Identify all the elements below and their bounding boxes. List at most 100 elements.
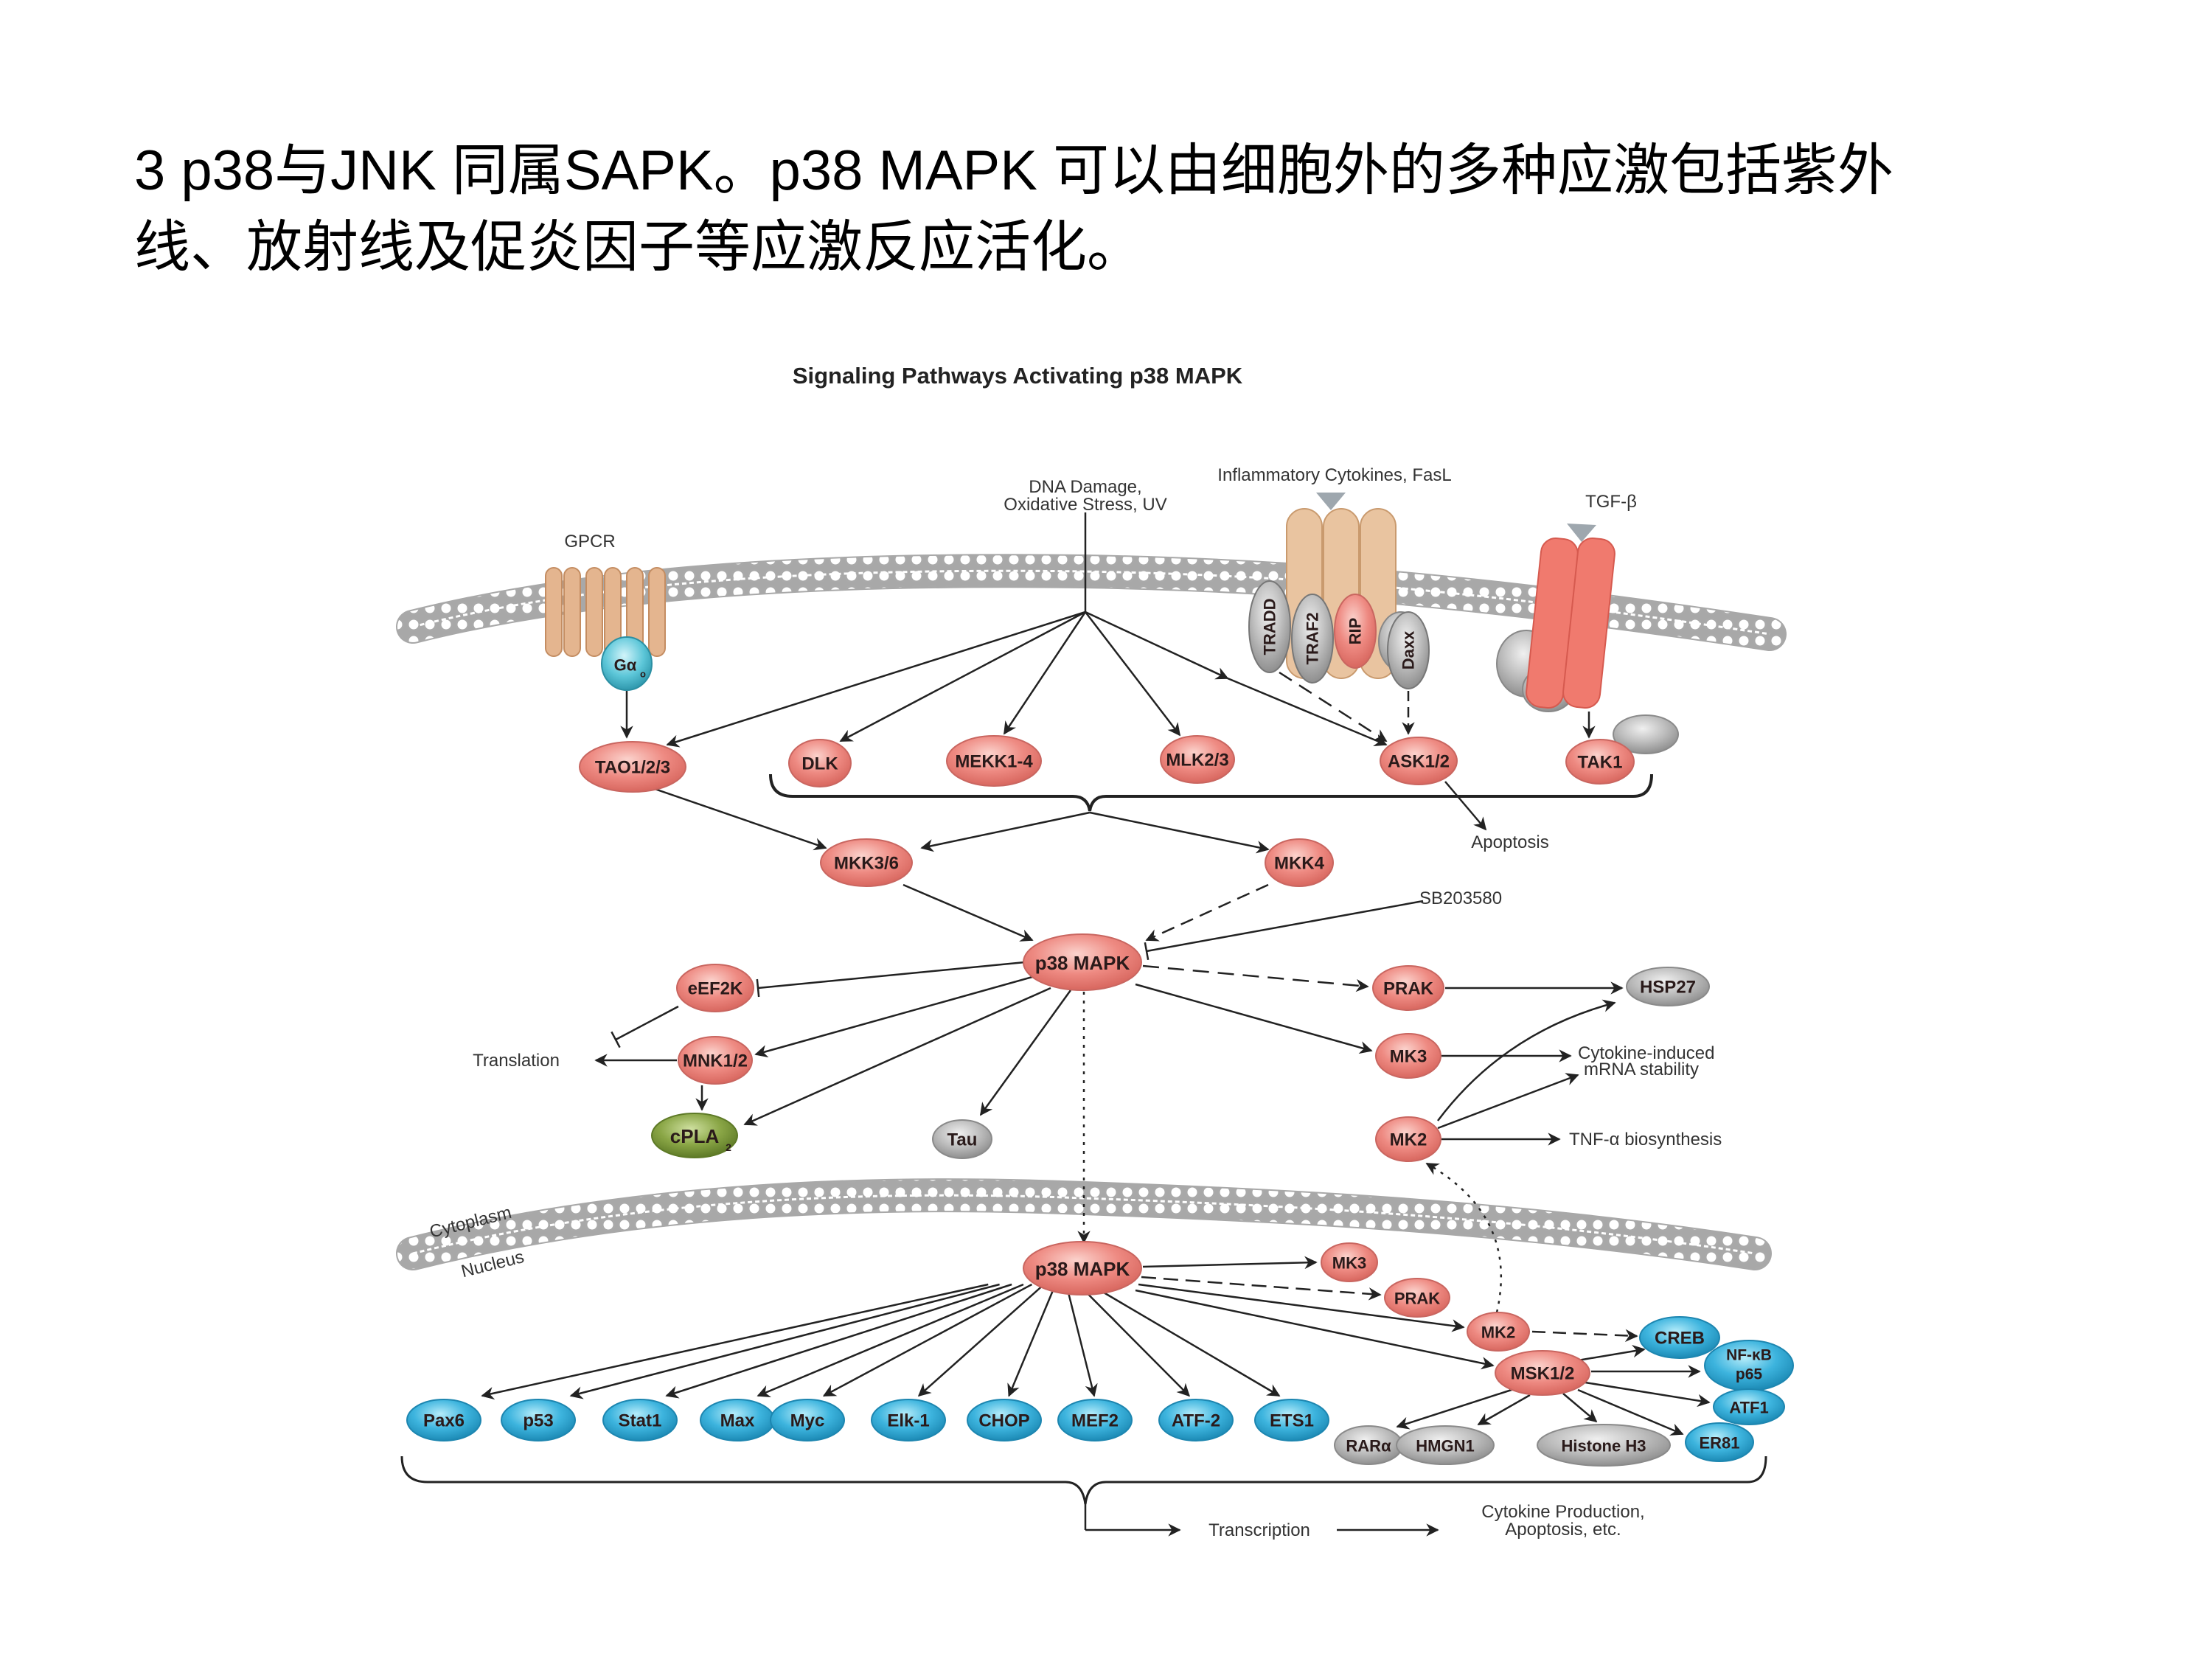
node-tak1[interactable]: TAK1 xyxy=(1565,739,1635,785)
edge-msk-creb xyxy=(1577,1344,1646,1362)
node-stat1[interactable]: Stat1 xyxy=(602,1399,678,1441)
node-eef2k-shape xyxy=(676,964,754,1012)
node-mef2[interactable]: MEF2 xyxy=(1057,1399,1133,1441)
edge-p38-p53 xyxy=(569,1283,1000,1399)
node-elk1[interactable]: Elk-1 xyxy=(871,1399,946,1441)
edge-stress-mekk xyxy=(1003,611,1087,735)
label-sb203580: SB203580 xyxy=(1419,888,1502,908)
edge-p38-eef2k xyxy=(757,961,1026,990)
edge-p38-atf2 xyxy=(1077,1284,1190,1397)
edge-eef2k-translation-bar xyxy=(611,1031,621,1048)
node-pax6-label: Pax6 xyxy=(423,1411,465,1431)
slide-heading-line-1: 3 p38与JNK 同属SAPK。p38 MAPK 可以由细胞外的多种应激包括紫… xyxy=(134,139,1894,202)
label-outcome-line-2: Apoptosis, etc. xyxy=(1505,1520,1621,1540)
edge-mk2-creb xyxy=(1531,1329,1638,1343)
node-stat1-label: Stat1 xyxy=(619,1411,662,1431)
node-mef2-label: MEF2 xyxy=(1071,1411,1119,1431)
node-ets1[interactable]: ETS1 xyxy=(1254,1399,1329,1441)
node-hsp27[interactable]: HSP27 xyxy=(1626,967,1710,1006)
node-dlk[interactable]: DLK xyxy=(788,739,852,787)
node-msk[interactable]: MSK1/2 xyxy=(1495,1350,1590,1396)
node-prak-nucleus[interactable]: PRAK xyxy=(1384,1278,1450,1318)
node-mk3-nucleus-label: MK3 xyxy=(1332,1254,1366,1273)
node-prak-nucleus-label: PRAK xyxy=(1394,1290,1440,1308)
node-mkk36[interactable]: MKK3/6 xyxy=(820,838,913,887)
node-er81[interactable]: ER81 xyxy=(1685,1422,1754,1462)
node-chop-label: CHOP xyxy=(978,1411,1029,1431)
node-chop-shape xyxy=(967,1399,1042,1441)
node-mk3-cytoplasm-label: MK3 xyxy=(1390,1047,1427,1067)
edge-p38-ets1 xyxy=(1089,1283,1281,1397)
node-tao[interactable]: TAO1/2/3 xyxy=(579,741,686,793)
node-cpla2-shape xyxy=(651,1113,738,1158)
node-mkk4[interactable]: MKK4 xyxy=(1265,838,1334,887)
edge-stress-ask-a xyxy=(1085,611,1229,680)
edge-p38-mk3-nucleus xyxy=(1142,1256,1318,1270)
node-mk2-nucleus[interactable]: MK2 xyxy=(1467,1312,1530,1352)
node-atf1[interactable]: ATF1 xyxy=(1713,1388,1785,1425)
node-tau[interactable]: Tau xyxy=(932,1119,992,1159)
node-tab1[interactable] xyxy=(1613,714,1679,754)
node-eef2k[interactable]: eEF2K xyxy=(676,964,754,1012)
node-tau-shape xyxy=(932,1119,992,1159)
node-prak-cytoplasm-shape xyxy=(1372,965,1444,1011)
node-myc[interactable]: Myc xyxy=(770,1399,845,1441)
node-p38-cytoplasm-shape xyxy=(1023,933,1142,991)
node-mekk[interactable]: MEKK1-4 xyxy=(946,735,1042,787)
node-mk3-cytoplasm[interactable]: MK3 xyxy=(1375,1033,1441,1079)
node-creb-shape xyxy=(1639,1316,1720,1359)
edge-tradd-ask xyxy=(1279,671,1388,742)
node-atf2[interactable]: ATF-2 xyxy=(1158,1399,1234,1441)
node-mk3-nucleus-shape xyxy=(1321,1242,1378,1282)
node-msk-shape xyxy=(1495,1350,1590,1396)
node-chop[interactable]: CHOP xyxy=(967,1399,1042,1441)
node-ask[interactable]: ASK1/2 xyxy=(1380,737,1458,785)
edge-ask-apoptosis xyxy=(1444,781,1487,831)
edge-p38-myc xyxy=(822,1283,1032,1397)
node-max[interactable]: Max xyxy=(700,1399,775,1441)
node-prak-cytoplasm[interactable]: PRAK xyxy=(1372,965,1444,1011)
node-mnk[interactable]: MNK1/2 xyxy=(678,1036,753,1085)
node-p38-nucleus[interactable]: p38 MAPK xyxy=(1023,1241,1142,1295)
node-p53[interactable]: p53 xyxy=(501,1399,576,1441)
galpha-label: Gα xyxy=(614,656,637,675)
node-hsp27-shape xyxy=(1626,967,1710,1006)
traf2-adaptor: TRAF2 xyxy=(1291,594,1334,684)
edge-p38-max xyxy=(757,1283,1024,1397)
slide-heading-line-2: 线、放射线及促炎因子等应激反应活化。 xyxy=(134,216,1143,279)
node-rara[interactable]: RARα xyxy=(1334,1425,1403,1465)
edge-stress-dlk xyxy=(839,611,1086,742)
node-mkk4-shape xyxy=(1265,838,1334,887)
edge-p38-eef2k-bar xyxy=(756,978,760,998)
node-mlk[interactable]: MLK2/3 xyxy=(1160,735,1235,784)
transcription-factor-bracket xyxy=(400,1455,1767,1505)
node-hmgn1[interactable]: HMGN1 xyxy=(1396,1425,1495,1465)
edge-p38-tau xyxy=(979,990,1072,1116)
node-hmgn1-label: HMGN1 xyxy=(1416,1437,1474,1455)
node-dlk-label: DLK xyxy=(801,754,838,774)
node-tak1-shape xyxy=(1565,739,1635,785)
node-creb[interactable]: CREB xyxy=(1639,1316,1720,1359)
node-ets1-shape xyxy=(1254,1399,1329,1441)
node-tab1-shape xyxy=(1613,714,1679,754)
node-tau-label: Tau xyxy=(947,1130,978,1150)
node-cpla2-subscript: 2 xyxy=(726,1141,731,1153)
edge-msk-histone xyxy=(1562,1393,1598,1423)
node-p38-cytoplasm[interactable]: p38 MAPK xyxy=(1023,933,1142,991)
node-pax6[interactable]: Pax6 xyxy=(406,1399,481,1441)
node-mk2-cytoplasm[interactable]: MK2 xyxy=(1375,1116,1441,1162)
edge-p38-mef2 xyxy=(1065,1284,1098,1397)
label-apoptosis: Apoptosis xyxy=(1471,832,1548,852)
edge-stress-ask-b xyxy=(1227,677,1388,746)
edge-p38-prak-nucleus xyxy=(1141,1276,1382,1301)
node-histone-h3[interactable]: Histone H3 xyxy=(1537,1424,1671,1467)
label-tnf-biosynthesis: TNF-α biosynthesis xyxy=(1569,1130,1722,1150)
node-histone-h3-label: Histone H3 xyxy=(1562,1437,1646,1455)
node-mk3-nucleus[interactable]: MK3 xyxy=(1321,1242,1378,1282)
node-mef2-shape xyxy=(1057,1399,1133,1441)
node-mnk-label: MNK1/2 xyxy=(683,1051,748,1071)
node-p53-label: p53 xyxy=(523,1411,553,1431)
